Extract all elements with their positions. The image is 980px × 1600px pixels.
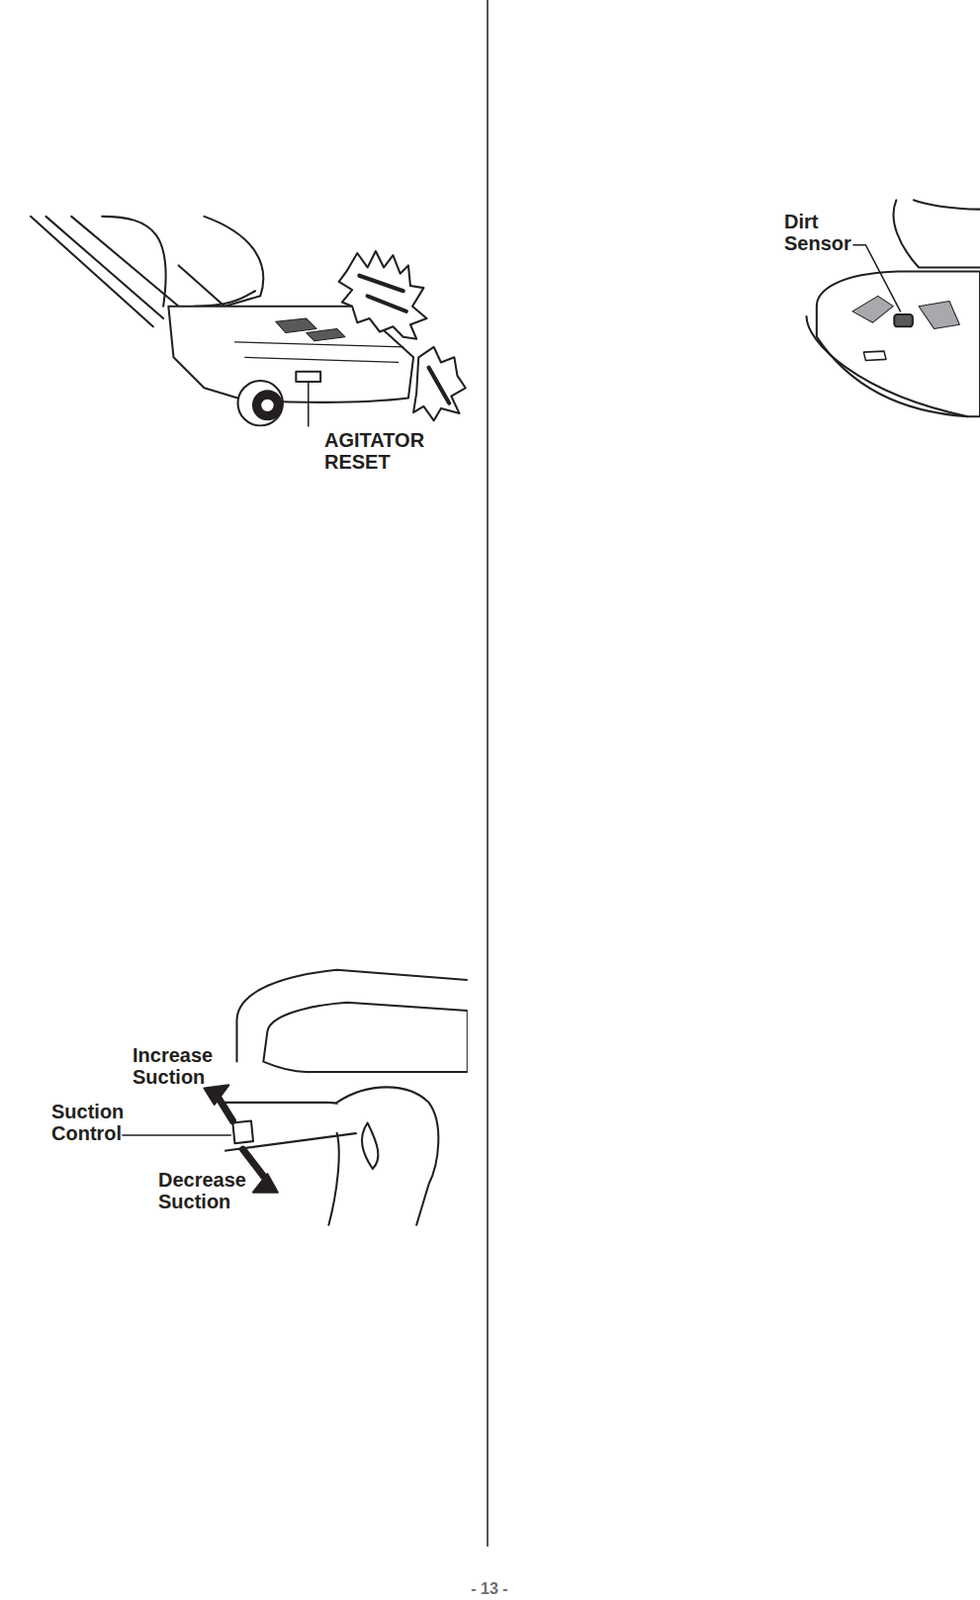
direction-label: Decrease Suction: [158, 1168, 258, 1213]
leader-line: [122, 1134, 231, 1137]
vacuum-illustration: [30, 216, 466, 428]
leader-line: [308, 382, 319, 427]
part-label: AGITATOR RESET: [324, 429, 453, 473]
page-number: - 13 -: [440, 1578, 539, 1600]
sensor-window: [893, 314, 913, 327]
part-label: Dirt Sensor: [784, 210, 864, 255]
part-label: Suction Control: [51, 1100, 135, 1145]
handle-illustration: [224, 970, 468, 1226]
column-divider: [486, 0, 489, 1547]
reset-button: [295, 371, 321, 382]
direction-label: Increase Suction: [132, 1044, 232, 1088]
leader-line: [853, 245, 900, 312]
